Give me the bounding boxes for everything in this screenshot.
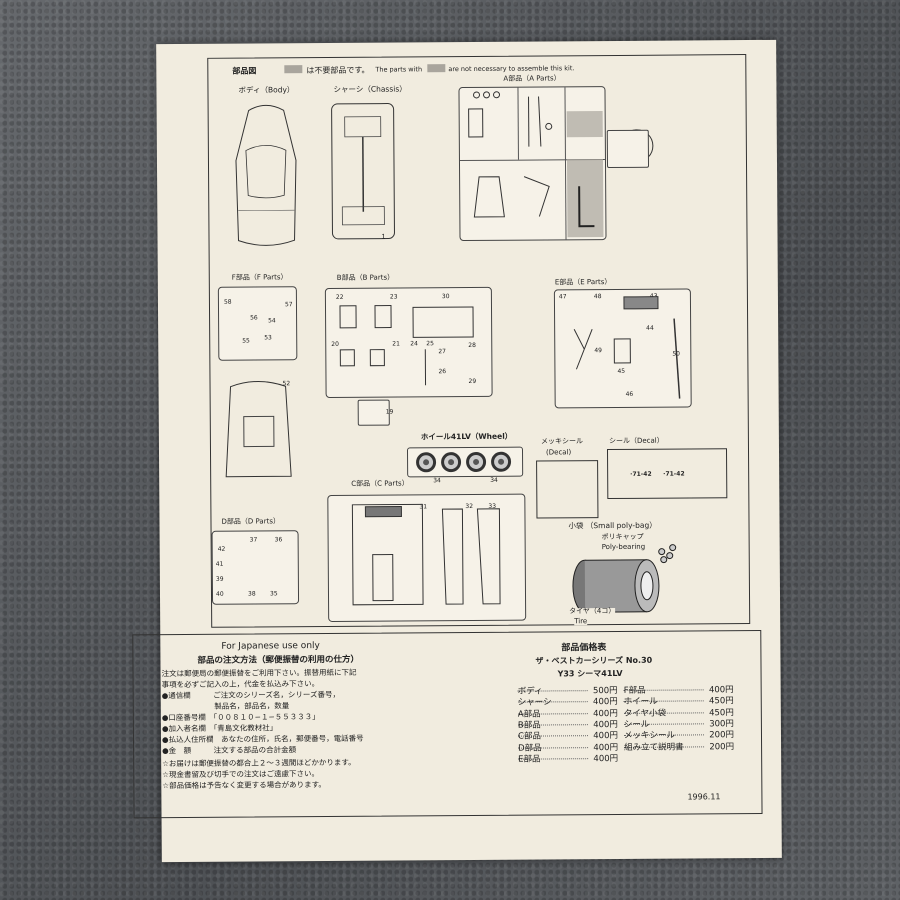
legend-note-en-after: are not necessary to assemble this kit. — [448, 64, 575, 74]
f-part-58: 58 — [223, 298, 232, 306]
order-line-8: ●金 額 注文する部品の合計金額 — [162, 745, 297, 756]
f-part-52: 52 — [282, 380, 291, 388]
part-price: 400円 — [593, 753, 619, 764]
decal-plate-2: ·71-42 — [663, 470, 685, 478]
print-date: 1996.11 — [687, 792, 721, 802]
a-parts-wheel-insert — [606, 129, 650, 169]
legend-swatch — [284, 65, 303, 74]
polycap-label: ポリキャップ — [601, 532, 644, 542]
legend-note-jp: は不要部品です。 — [306, 65, 370, 76]
order-instructions: 部品の注文方法（郵便振替の利用の仕方） 注文は郵便局の郵便振替をご利用下さい。振… — [161, 654, 410, 790]
d-parts-label: D部品（D Parts） — [221, 517, 280, 526]
c-parts-label: C部品（C Parts） — [351, 479, 409, 488]
body-drawing — [235, 104, 297, 246]
chassis-label: シャーシ（Chassis） — [333, 84, 407, 94]
f-part-53: 53 — [264, 334, 272, 342]
body-label: ボディ（Body） — [238, 85, 295, 95]
wheel-3 — [466, 451, 487, 473]
f-parts-runner — [217, 286, 298, 361]
mekki-label-en: (Decal) — [545, 448, 572, 457]
legend-note-en-before: The parts with — [375, 65, 423, 74]
order-line-10: ☆現金書留及び切手での注文はご遠慮下さい。 — [162, 769, 320, 780]
part-name: 組み立て説明書 — [624, 742, 684, 753]
d-part-38: 38 — [247, 590, 256, 598]
d-part-36: 36 — [274, 536, 283, 544]
d-part-42: 42 — [217, 545, 226, 553]
d-part-37: 37 — [249, 536, 258, 544]
order-line-5: ●口座番号欄 「００８１０−１−５５３３３」 — [161, 712, 320, 723]
e-parts-drawing — [573, 296, 681, 399]
tire-label-en: Tire — [574, 617, 588, 626]
price-right-row: 組み立て説明書 200円 — [624, 740, 734, 753]
instruction-sheet: 部品図 は不要部品です。 The parts with are not nece… — [132, 39, 782, 863]
d-part-40: 40 — [215, 590, 224, 598]
price-left-row: E部品 400円 — [518, 752, 618, 765]
order-line-11: ☆部品価格は予告なく変更する場合があります。 — [162, 780, 326, 791]
mekki-label: メッキシール — [540, 437, 583, 446]
d-part-39: 39 — [215, 575, 224, 583]
mekki-seal-box — [536, 460, 599, 519]
order-price-box: For Japanese use only 部品の注文方法（郵便振替の利用の仕方… — [132, 629, 763, 819]
order-line-4: 製品名，部品名，数量 — [161, 701, 290, 712]
wheel-1 — [416, 452, 437, 473]
a-parts-label: A部品（A Parts） — [503, 74, 561, 83]
f-part-54: 54 — [268, 317, 276, 325]
legend-title: 部品図 — [232, 66, 257, 76]
part-name: E部品 — [518, 754, 541, 765]
d-part-35: 35 — [269, 590, 278, 598]
order-line-9: ☆お届けは郵便振替の都合上２〜３週間ほどかかります。 — [162, 757, 356, 769]
wheel-4 — [491, 451, 512, 472]
b-part-19: 19 — [385, 408, 394, 416]
chassis-drawing — [331, 103, 395, 240]
f-part-56: 56 — [250, 314, 258, 322]
part-price: 200円 — [709, 741, 735, 752]
c-parts-drawing — [351, 503, 501, 606]
parts-diagram-frame: 部品図 は不要部品です。 The parts with are not nece… — [207, 54, 751, 628]
d-part-41: 41 — [215, 560, 224, 568]
legend-swatch-2 — [427, 64, 446, 73]
order-line-1: 注文は郵便局の郵便振替をご利用下さい。振替用紙に下記 — [161, 667, 357, 679]
price-series: ザ・ベストカーシリーズ No.30 — [535, 655, 653, 666]
wheel-label: ホイール41LV（Wheel） — [420, 431, 513, 442]
e-parts-label: E部品（E Parts） — [554, 278, 612, 287]
decal-sheet: ·71-42 ·71-42 — [606, 448, 728, 500]
f-parts-label: F部品（F Parts） — [231, 273, 288, 282]
wheel-part-34b: 34 — [490, 476, 498, 484]
f-part-55: 55 — [242, 337, 250, 345]
tire-label: タイヤ（4コ） — [569, 606, 616, 616]
f-parts-window — [225, 380, 292, 478]
decal-plate-1: ·71-42 — [630, 470, 652, 478]
japanese-use-label: For Japanese use only — [221, 641, 320, 652]
tire-drawing — [572, 544, 677, 613]
order-line-3: ●通信欄 ご注文のシリーズ名，シリーズ番号， — [161, 689, 341, 701]
order-title: 部品の注文方法（郵便振替の利用の仕方） — [197, 654, 360, 666]
f-part-57: 57 — [284, 301, 293, 309]
wheel-runner — [406, 446, 524, 478]
decal-label: シール（Decal） — [608, 436, 664, 446]
price-model: Y33 シーマ41LV — [557, 668, 623, 679]
order-line-6: ●加入者名欄 「青島文化教材社」 — [161, 723, 278, 734]
b-parts-drawing — [339, 305, 474, 386]
chassis-part-1: 1 — [381, 232, 386, 241]
wheel-part-34a: 34 — [433, 477, 441, 485]
polybag-label: 小袋 （Small poly-bag） — [568, 520, 657, 531]
price-title: 部品価格表 — [561, 643, 607, 654]
order-line-7: ●払込人住所欄 あなたの住所，氏名，郵便番号，電話番号 — [161, 733, 364, 745]
b-parts-label: B部品（B Parts） — [336, 273, 395, 282]
wheel-2 — [441, 452, 462, 473]
order-line-2: 事項を必ずご記入の上，代金を払込み下さい。 — [161, 679, 320, 690]
